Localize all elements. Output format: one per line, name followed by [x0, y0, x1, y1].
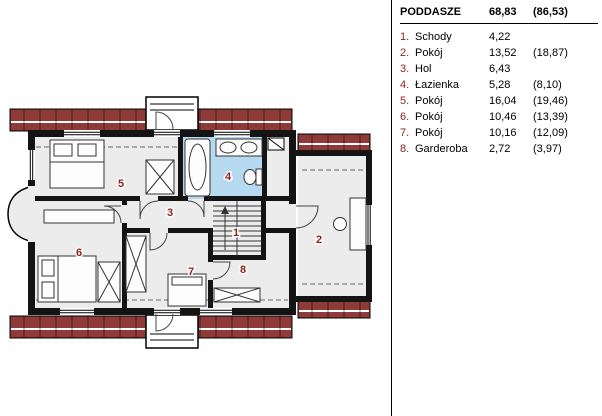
- legend-row-name: Pokój: [415, 47, 443, 59]
- legend-row-number: 4.: [400, 79, 410, 91]
- sideboard-room6: [43, 209, 115, 224]
- legend-row-area: 5,28: [489, 79, 511, 91]
- legend-row-name: Pokój: [415, 95, 443, 107]
- room-label-1: 1: [233, 227, 239, 239]
- door-arcs: [103, 111, 319, 332]
- legend-row-area: 16,04: [489, 95, 517, 107]
- legend-row-gross: (8,10): [533, 79, 562, 91]
- legend-row-area: 2,72: [489, 143, 511, 155]
- room-labels: 1 2 3 4 5 6 7 8: [74, 170, 323, 280]
- legend-row-area: 4,22: [489, 31, 511, 43]
- roof-strips: [9, 108, 371, 339]
- legend-row: 8. Garderoba 2,72 (3,97): [400, 141, 598, 157]
- windows: [28, 130, 372, 315]
- legend-total-net: 68,83: [489, 6, 517, 18]
- legend-row: 1. Schody 4,22: [400, 29, 598, 45]
- legend-row-gross: (13,39): [533, 111, 568, 123]
- legend-row: 5. Pokój 16,04 (19,46): [400, 93, 598, 109]
- legend-row-name: Garderoba: [415, 143, 468, 155]
- bed-room5: [49, 139, 105, 189]
- chimney: [267, 137, 285, 151]
- plan-area: 1 2 3 4 5 6 7 8: [7, 96, 372, 349]
- legend-row-area: 10,16: [489, 127, 517, 139]
- room-label-8: 8: [240, 264, 246, 276]
- legend-row-number: 6.: [400, 111, 410, 123]
- wardrobe-room7: [125, 235, 147, 293]
- legend-row-name: Pokój: [415, 111, 443, 123]
- legend-row-gross: (19,46): [533, 95, 568, 107]
- legend-row-name: Schody: [415, 31, 452, 43]
- legend-row: 2. Pokój 13,52 (18,87): [400, 45, 598, 61]
- room-label-6: 6: [76, 247, 82, 259]
- legend-row-gross: (3,97): [533, 143, 562, 155]
- legend-row-number: 7.: [400, 127, 410, 139]
- wardrobe-room5: [145, 159, 175, 195]
- room-label-4: 4: [225, 171, 232, 183]
- legend-row-area: 6,43: [489, 63, 511, 75]
- room-label-7: 7: [188, 266, 194, 278]
- legend-row-area: 13,52: [489, 47, 517, 59]
- legend-row-gross: [533, 61, 598, 77]
- legend-row-area: 10,46: [489, 111, 517, 123]
- legend-header: PODDASZE 68,83 (86,53): [400, 5, 598, 20]
- roof-seams: [10, 109, 370, 338]
- legend-row-number: 2.: [400, 47, 410, 59]
- room-label-3: 3: [167, 207, 173, 219]
- legend-row-name: Łazienka: [415, 79, 460, 91]
- legend-title: PODDASZE: [400, 6, 462, 18]
- furniture: [37, 138, 367, 307]
- legend-row-gross: (12,09): [533, 127, 568, 139]
- legend-panel: PODDASZE 68,83 (86,53) 1. Schody 4,22 2.…: [391, 0, 602, 416]
- legend-row-gross: (18,87): [533, 47, 568, 59]
- stairs: [213, 201, 261, 255]
- sinks: [215, 138, 263, 157]
- legend-total-gross: (86,53): [533, 6, 568, 18]
- room-label-2: 2: [316, 234, 322, 246]
- legend-row: 4. Łazienka 5,28 (8,10): [400, 77, 598, 93]
- chair-room2: [333, 217, 347, 231]
- legend-row: 3. Hol 6,43: [400, 61, 598, 77]
- bay-window: [7, 185, 35, 243]
- legend-row-number: 5.: [400, 95, 410, 107]
- legend-divider: [400, 23, 598, 24]
- legend-row-name: Pokój: [415, 127, 443, 139]
- legend-row-number: 1.: [400, 31, 410, 43]
- toilet: [243, 168, 263, 186]
- legend-row-number: 3.: [400, 63, 410, 75]
- bed-room7: [167, 273, 207, 307]
- legend-row: 7. Pokój 10,16 (12,09): [400, 125, 598, 141]
- floor-plan: 1 2 3 4 5 6 7 8: [7, 96, 372, 349]
- legend-row-name: Hol: [415, 63, 432, 75]
- desk-room2: [349, 197, 367, 251]
- bathtub: [184, 138, 211, 197]
- bed-room6: [37, 255, 97, 303]
- legend-row: 6. Pokój 10,46 (13,39): [400, 109, 598, 125]
- shelves-room8: [213, 287, 261, 303]
- legend-row-gross: [533, 29, 598, 45]
- room-label-5: 5: [118, 178, 124, 190]
- legend-row-number: 8.: [400, 143, 410, 155]
- wardrobe-room6: [97, 261, 121, 303]
